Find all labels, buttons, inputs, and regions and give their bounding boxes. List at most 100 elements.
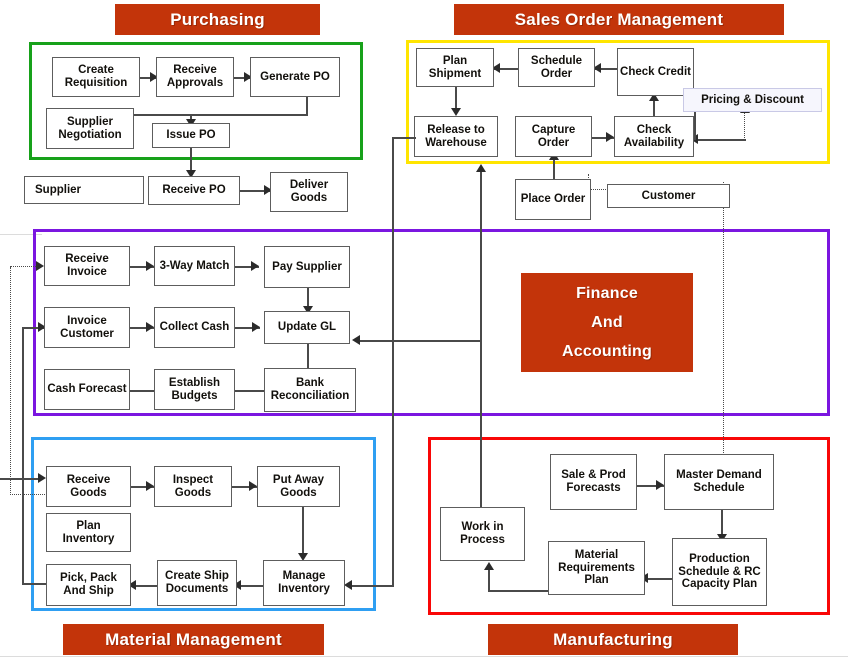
box-update-gl[interactable]: Update GL xyxy=(264,311,350,344)
arrowhead-check-availability xyxy=(606,132,614,142)
box-inspect-goods[interactable]: Inspect Goods xyxy=(154,466,232,507)
box-3-way-match[interactable]: 3-Way Match xyxy=(154,246,235,286)
connector-put-away-goods-to-manage-inventory xyxy=(302,506,304,558)
connector-receive-goods-to-inspect-goods xyxy=(131,486,154,488)
box-check-credit[interactable]: Check Credit xyxy=(617,48,694,96)
box-create-requisition-label: Create Requisition xyxy=(64,64,128,89)
box-generate-po-label: Generate PO xyxy=(260,70,330,83)
box-supplier-negotiation[interactable]: Supplier Negotiation xyxy=(46,108,134,149)
box-put-away-goods[interactable]: Put Away Goods xyxy=(257,466,340,507)
background-hairline xyxy=(0,234,42,235)
arrowhead-pay-supplier xyxy=(251,261,259,271)
arrowhead-update-gl-from-collect-cash xyxy=(252,322,260,332)
box-receive-goods-label: Receive Goods xyxy=(66,473,111,499)
box-invoice-customer[interactable]: Invoice Customer xyxy=(44,307,130,348)
frame-material-management xyxy=(31,437,376,611)
box-collect-cash[interactable]: Collect Cash xyxy=(154,307,235,348)
box-update-gl-label: Update GL xyxy=(277,321,337,334)
box-sale-prod-forecasts-label: Sale & Prod Forecasts xyxy=(561,469,626,494)
box-supplier[interactable]: Supplier xyxy=(24,176,144,204)
arrowhead-collect-cash xyxy=(146,322,154,332)
box-pricing-discount[interactable]: Pricing & Discount xyxy=(683,88,822,112)
box-create-ship-documents-label: Create Ship Documents xyxy=(165,570,229,595)
box-receive-goods[interactable]: Receive Goods xyxy=(46,466,131,507)
box-production-schedule-rc[interactable]: Production Schedule & RC Capacity Plan xyxy=(672,538,767,606)
background-hairline xyxy=(0,656,848,657)
arrowhead-inspect-goods xyxy=(146,481,154,491)
box-generate-po[interactable]: Generate PO xyxy=(250,57,340,97)
connector-generate-po-to-issue-po xyxy=(190,114,308,116)
arrowhead-receive-goods xyxy=(38,473,46,483)
box-receive-invoice[interactable]: Receive Invoice xyxy=(44,246,130,286)
box-capture-order[interactable]: Capture Order xyxy=(515,116,592,157)
box-material-requirements-plan[interactable]: Material Requirements Plan xyxy=(548,541,645,595)
connector-3-way-match-to-pay-supplier xyxy=(235,266,259,268)
box-cash-forecast-label: Cash Forecast xyxy=(47,383,127,396)
box-create-requisition[interactable]: Create Requisition xyxy=(52,57,140,97)
box-deliver-goods[interactable]: Deliver Goods xyxy=(270,172,348,212)
box-plan-inventory-label: Plan Inventory xyxy=(62,519,115,545)
box-customer[interactable]: Customer xyxy=(607,184,730,208)
box-pick-pack-and-ship[interactable]: Pick, Pack And Ship xyxy=(46,564,131,606)
box-receive-po[interactable]: Receive PO xyxy=(148,176,240,205)
box-plan-inventory[interactable]: Plan Inventory xyxy=(46,513,131,552)
box-inspect-goods-label: Inspect Goods xyxy=(172,473,214,499)
box-work-in-process[interactable]: Work in Process xyxy=(440,507,525,561)
box-master-demand-schedule[interactable]: Master Demand Schedule xyxy=(664,454,774,510)
arrowhead-3-way-match xyxy=(146,261,154,271)
box-pay-supplier[interactable]: Pay Supplier xyxy=(264,246,350,288)
box-material-requirements-plan-label: Material Requirements Plan xyxy=(558,548,635,587)
arrowhead-generate-po xyxy=(244,72,252,82)
box-establish-budgets[interactable]: Establish Budgets xyxy=(154,369,235,410)
frame-sales-order-management xyxy=(406,40,830,164)
connector-check-credit-to-schedule-order xyxy=(595,68,617,70)
connector-production-schedule-to-mrp xyxy=(645,578,672,580)
connector-release-to-warehouse-vertical-rail xyxy=(392,137,394,586)
box-customer-label: Customer xyxy=(641,189,696,202)
connector-receive-approvals-to-generate-po xyxy=(233,77,250,79)
connector-issue-po-to-receive-po xyxy=(190,148,192,174)
connector-place-order-to-capture-order xyxy=(553,157,555,179)
box-bank-reconciliation-label: Bank Reconciliation xyxy=(270,377,350,402)
box-capture-order-label: Capture Order xyxy=(531,123,576,149)
connector-pricing-rail-to-check-availability xyxy=(696,139,746,141)
banner-finance-line-1: Finance xyxy=(576,284,638,302)
arrowhead-create-ship-documents xyxy=(233,580,241,590)
box-cash-forecast[interactable]: Cash Forecast xyxy=(44,369,130,410)
box-check-availability-label: Check Availability xyxy=(623,123,685,149)
arrowhead-master-demand-schedule-from-forecasts xyxy=(656,480,664,490)
box-create-ship-documents[interactable]: Create Ship Documents xyxy=(157,560,237,606)
box-place-order[interactable]: Place Order xyxy=(515,179,591,220)
box-check-credit-label: Check Credit xyxy=(620,65,691,78)
arrowhead-manage-inventory-from-put-away xyxy=(298,553,308,561)
connector-pricing-discount-dashed-vertical xyxy=(744,112,745,140)
frame-manufacturing xyxy=(428,437,830,615)
box-issue-po[interactable]: Issue PO xyxy=(152,123,230,148)
connector-plan-shipment-to-release-to-warehouse xyxy=(455,87,457,113)
arrowhead-manage-inventory xyxy=(344,580,352,590)
box-pricing-discount-label: Pricing & Discount xyxy=(701,93,804,106)
box-put-away-goods-label: Put Away Goods xyxy=(272,473,325,499)
banner-sales-order-management-label: Sales Order Management xyxy=(514,9,724,29)
connector-collect-cash-to-update-gl xyxy=(235,327,260,329)
arrowhead-work-in-process xyxy=(484,562,494,570)
connector-inspect-goods-to-put-away-goods xyxy=(232,486,257,488)
box-receive-approvals[interactable]: Receive Approvals xyxy=(156,57,234,97)
connector-into-invoice-customer xyxy=(22,327,44,329)
box-schedule-order[interactable]: Schedule Order xyxy=(518,48,595,87)
box-bank-reconciliation[interactable]: Bank Reconciliation xyxy=(264,368,356,412)
arrowhead-release-to-warehouse-from-rail xyxy=(476,164,486,172)
arrowhead-check-credit xyxy=(649,93,659,101)
arrowhead-deliver-goods xyxy=(264,185,272,195)
box-check-availability[interactable]: Check Availability xyxy=(614,116,694,157)
box-plan-shipment[interactable]: Plan Shipment xyxy=(416,48,494,87)
connector-issue-po-stub xyxy=(190,114,192,123)
box-release-to-warehouse[interactable]: Release to Warehouse xyxy=(414,116,498,157)
connector-supplier-negotiation-to-issue-po xyxy=(134,114,192,116)
box-supplier-label: Supplier xyxy=(35,183,82,196)
box-manage-inventory[interactable]: Manage Inventory xyxy=(263,560,345,606)
connector-capture-order-to-check-availability xyxy=(592,137,614,139)
box-sale-prod-forecasts[interactable]: Sale & Prod Forecasts xyxy=(550,454,637,510)
connector-release-to-warehouse-out xyxy=(392,137,416,139)
